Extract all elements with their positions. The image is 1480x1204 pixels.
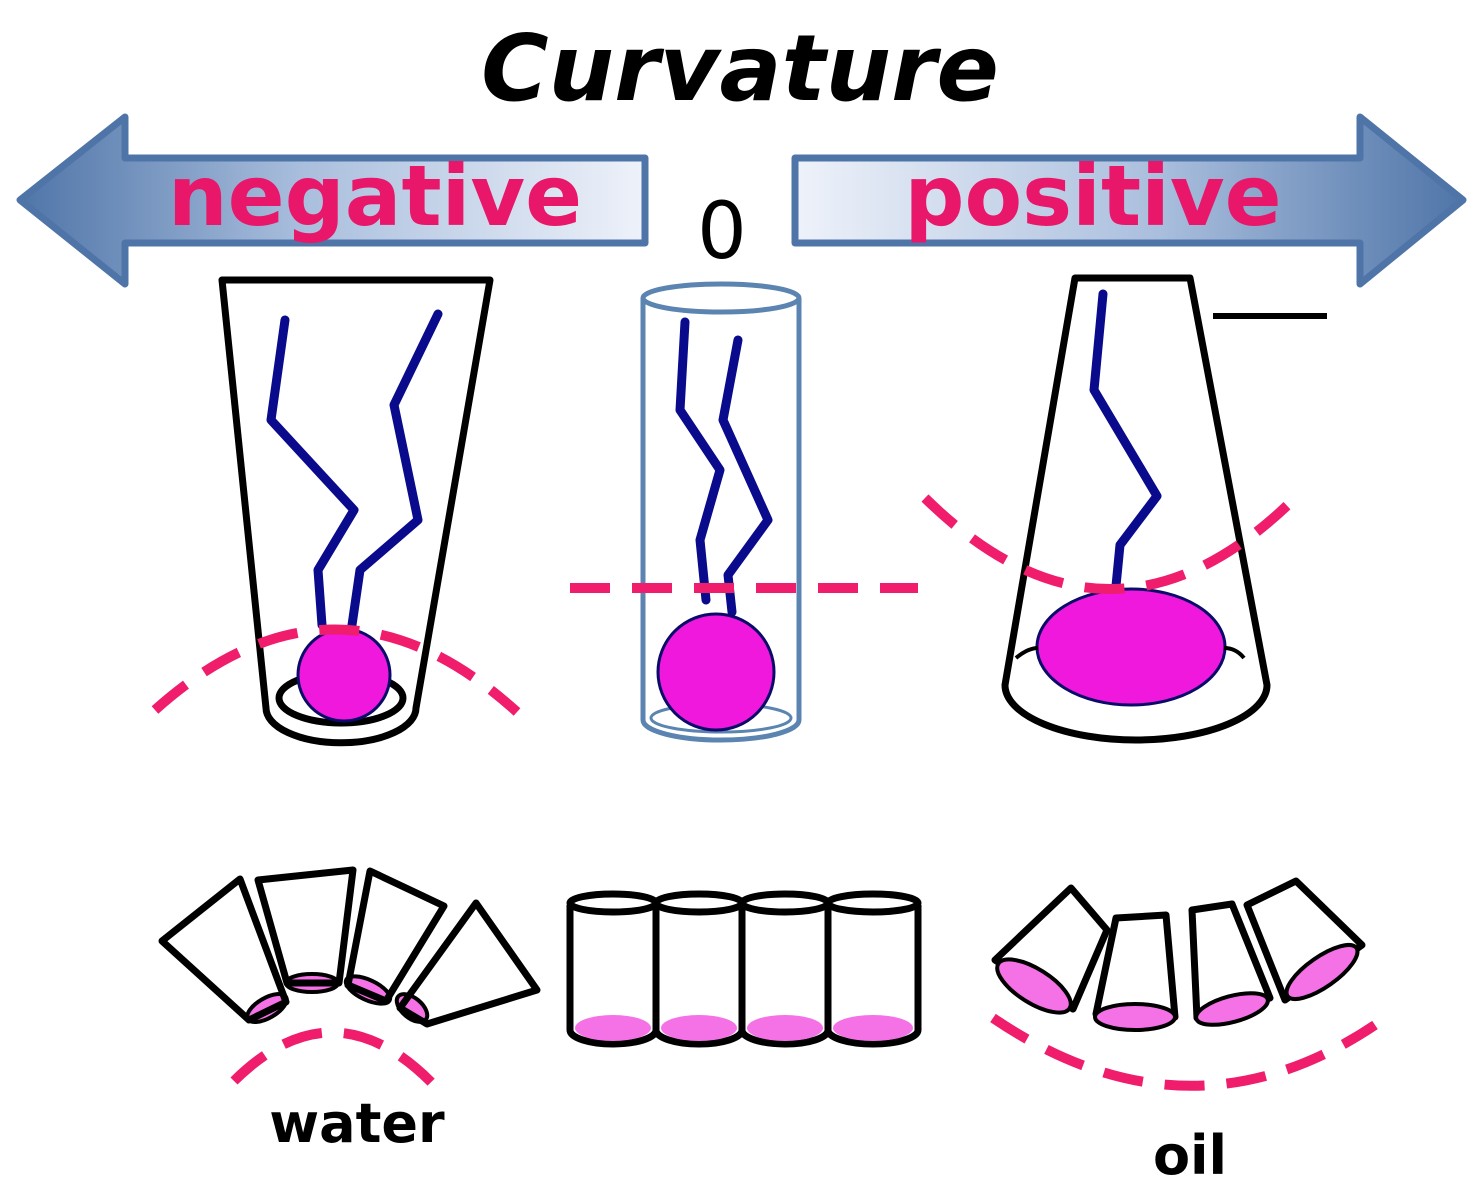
headgroup (1035, 587, 1227, 707)
negative-label: negative (168, 147, 582, 245)
zero-label: 0 (697, 187, 747, 277)
oil-label: oil (1153, 1124, 1227, 1187)
water-label: water (269, 1092, 445, 1155)
diagram-title: Curvature (481, 15, 999, 122)
cylinder-unit (566, 890, 660, 1048)
interface-curve (230, 1027, 436, 1087)
inverted-cone-lipid (151, 276, 521, 747)
cylinder-unit (652, 890, 746, 1048)
interface-curve (921, 494, 1299, 594)
lipid-tail (347, 309, 443, 630)
headgroup (296, 627, 392, 723)
cylinder-lipid (570, 281, 918, 743)
positive-arrow: positive (791, 113, 1467, 288)
cylinder-unit (738, 890, 832, 1048)
headgroup (656, 612, 776, 732)
negative-arrow: negative (16, 113, 649, 288)
cylinder-unit (824, 890, 922, 1048)
lipid-tail (675, 317, 725, 605)
cone-assembly: oil (990, 877, 1378, 1187)
interface-curve (151, 624, 521, 716)
lipid-tail (1089, 289, 1162, 601)
positive-label: positive (904, 147, 1281, 245)
cylinder-assembly (566, 890, 922, 1048)
cone-lipid (921, 274, 1327, 744)
inverted-cone-assembly: water (158, 866, 541, 1155)
interface-curve (990, 1013, 1378, 1091)
lipid-tail (266, 315, 359, 630)
lipid-tail (718, 335, 773, 617)
